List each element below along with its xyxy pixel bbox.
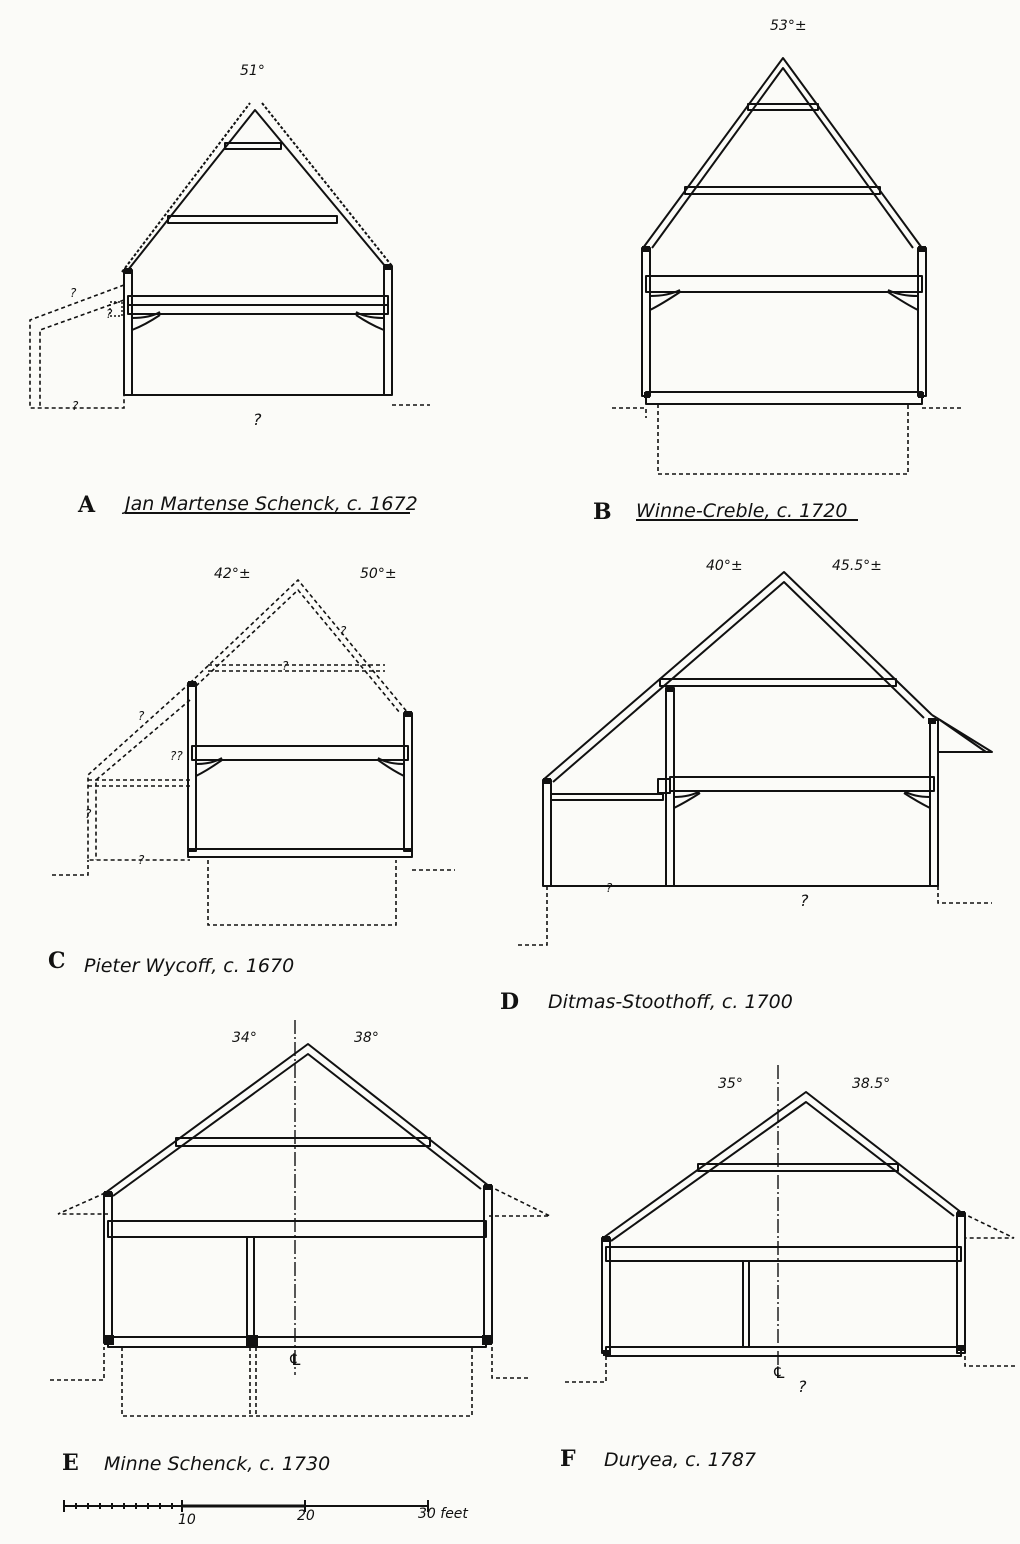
section-e-title: Minne Schenck, c. 1730 [104, 1453, 330, 1475]
section-d-left-angle: 40°± [706, 558, 743, 574]
section-b-title: Winne-Creble, c. 1720 [636, 500, 847, 522]
section-a-question-2: ? [106, 307, 113, 321]
section-c-left-angle: 42°± [214, 566, 251, 582]
section-c-drawing: ? ? ?? ? ? ? 42°± 50°± [52, 566, 455, 926]
scale-tick-10: 10 [178, 1512, 196, 1528]
section-c-title: Pieter Wycoff, c. 1670 [84, 955, 294, 977]
section-a-title: Jan Martense Schenck, c. 1672 [121, 493, 418, 515]
section-d-drawing: ? ? 40°± 45.5°± [515, 558, 993, 946]
section-a-pitch-angle: 51° [240, 63, 265, 79]
section-d-title: Ditmas-Stoothoff, c. 1700 [548, 991, 793, 1013]
section-d-question-1: ? [606, 881, 613, 895]
section-e-right-angle: 38° [354, 1030, 379, 1046]
section-a-letter: A [77, 492, 96, 518]
section-f-right-angle: 38.5° [852, 1076, 890, 1092]
section-e-letter: E [62, 1450, 79, 1476]
section-e-drawing: ℄ 34° 38° [50, 1020, 551, 1417]
section-b-pitch-angle: 53°± [770, 18, 807, 34]
section-c-question-5: ? [85, 807, 92, 821]
section-c-question-4: ? [138, 709, 145, 723]
section-a-question-3: ? [72, 399, 79, 413]
section-c-question-2: ? [340, 624, 347, 638]
section-c-letter: C [48, 948, 66, 974]
section-d-right-angle: 45.5°± [832, 558, 882, 574]
scale-tick-20: 20 [297, 1508, 315, 1524]
section-a-question-4: ? [253, 410, 262, 429]
section-b-drawing: 53°± [612, 18, 962, 475]
section-c-question-6: ? [138, 853, 145, 867]
section-f-letter: F [560, 1446, 576, 1472]
section-c-question-3: ?? [170, 749, 183, 763]
section-f-centerline-mark: ℄ [772, 1363, 786, 1382]
section-d-letter: D [500, 989, 519, 1015]
section-f-question: ? [798, 1377, 807, 1396]
section-a-drawing: ? ? ? ? 51° [29, 63, 430, 429]
section-b-letter: B [593, 499, 612, 525]
section-e-left-angle: 34° [232, 1030, 257, 1046]
section-f-title: Duryea, c. 1787 [604, 1449, 756, 1471]
section-f-left-angle: 35° [718, 1076, 743, 1092]
scale-tick-30-feet: 30 feet [418, 1506, 468, 1522]
section-e-centerline-mark: ℄ [288, 1350, 302, 1369]
section-c-right-angle: 50°± [360, 566, 397, 582]
section-f-drawing: ℄ ? 35° 38.5° [565, 1065, 1018, 1396]
section-a-question-1: ? [70, 286, 77, 300]
section-d-question-2: ? [800, 891, 809, 910]
scale-bar: 10 20 30 feet [63, 1500, 468, 1528]
section-c-question-1: ? [282, 659, 289, 673]
